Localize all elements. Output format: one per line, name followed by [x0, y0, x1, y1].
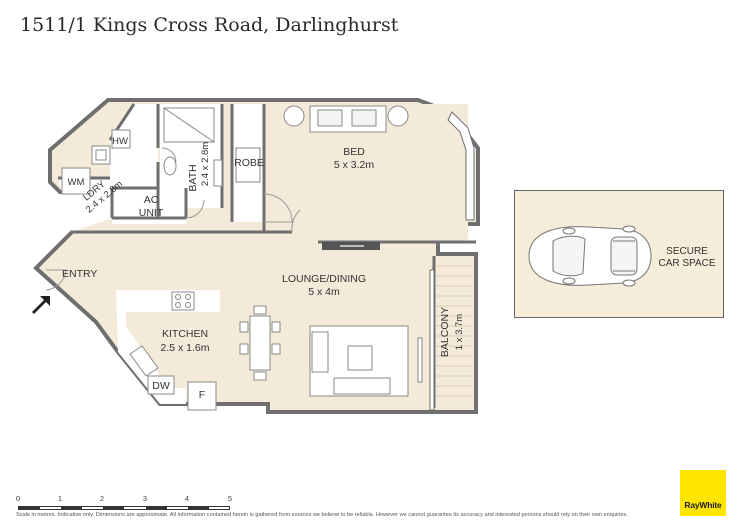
- dining-set: [239, 305, 281, 381]
- raywhite-logo-text: RayWhite: [684, 500, 722, 510]
- robe-floor: [232, 104, 264, 222]
- scale-bar-track: [18, 506, 230, 510]
- ac-label-1: AC: [144, 194, 159, 206]
- stove: [171, 291, 195, 311]
- car-space-line1: SECURE: [666, 246, 708, 257]
- scale-tick-0: 0: [15, 494, 21, 503]
- scale-tick-2: 2: [99, 494, 105, 503]
- lounge-set: [309, 325, 423, 397]
- bath-label: BATH: [187, 164, 199, 191]
- balcony-label: BALCONY: [439, 307, 451, 357]
- wm-label: WM: [68, 177, 85, 188]
- fridge-box: [187, 381, 217, 411]
- kitchen-bench-floor: [116, 290, 220, 404]
- balcony-size: 1 x 3.7m: [454, 314, 465, 351]
- balcony-floor: [436, 256, 472, 408]
- sink: [129, 345, 159, 377]
- laundry-fixtures: [61, 129, 131, 195]
- entry-label: ENTRY: [62, 268, 97, 280]
- disclaimer-text: Scale in metres. Indicative only. Dimens…: [16, 512, 628, 518]
- kitchen-label: KITCHEN: [162, 328, 208, 340]
- dw-box: [147, 375, 175, 395]
- bed-size: 5 x 3.2m: [334, 159, 375, 171]
- scale-tick-5: 5: [227, 494, 233, 503]
- lounge-label: LOUNGE/DINING: [282, 273, 366, 285]
- balcony-decking: [436, 265, 472, 397]
- raywhite-logo: RayWhite: [680, 470, 726, 516]
- door-swings: [45, 147, 301, 291]
- kitchen-size: 2.5 x 1.6m: [160, 342, 209, 354]
- scale-tick-1: 1: [57, 494, 63, 503]
- ac-label-2: UNIT: [139, 207, 164, 219]
- hw-label: HW: [112, 136, 128, 147]
- bed-label: BED: [343, 146, 365, 158]
- car-space-box: SECURE CAR SPACE: [514, 190, 724, 318]
- robe-label: ROBE: [234, 157, 264, 169]
- windows: [429, 111, 475, 411]
- car-icon: [528, 225, 652, 287]
- entry-arrow-icon: [32, 296, 50, 314]
- bed-furniture: [283, 105, 409, 133]
- lounge-size: 5 x 4m: [308, 286, 340, 298]
- car-space-label: SECURE CAR SPACE: [655, 246, 719, 270]
- dw-label: DW: [152, 380, 170, 392]
- bath-size: 2.4 x 2.8m: [200, 142, 211, 186]
- car-space-line2: CAR SPACE: [658, 258, 716, 269]
- scale-tick-4: 4: [184, 494, 190, 503]
- scale-tick-3: 3: [142, 494, 148, 503]
- scale-bar: 0 1 2 3 4 5: [14, 494, 234, 514]
- page-title: 1511/1 Kings Cross Road, Darlinghurst: [20, 14, 399, 36]
- fridge-label: F: [199, 389, 205, 401]
- bath-fixtures: [163, 107, 261, 187]
- floor-plan: BED 5 x 3.2m ROBE BATH 2.4 x 2.8m HW WM …: [32, 98, 480, 414]
